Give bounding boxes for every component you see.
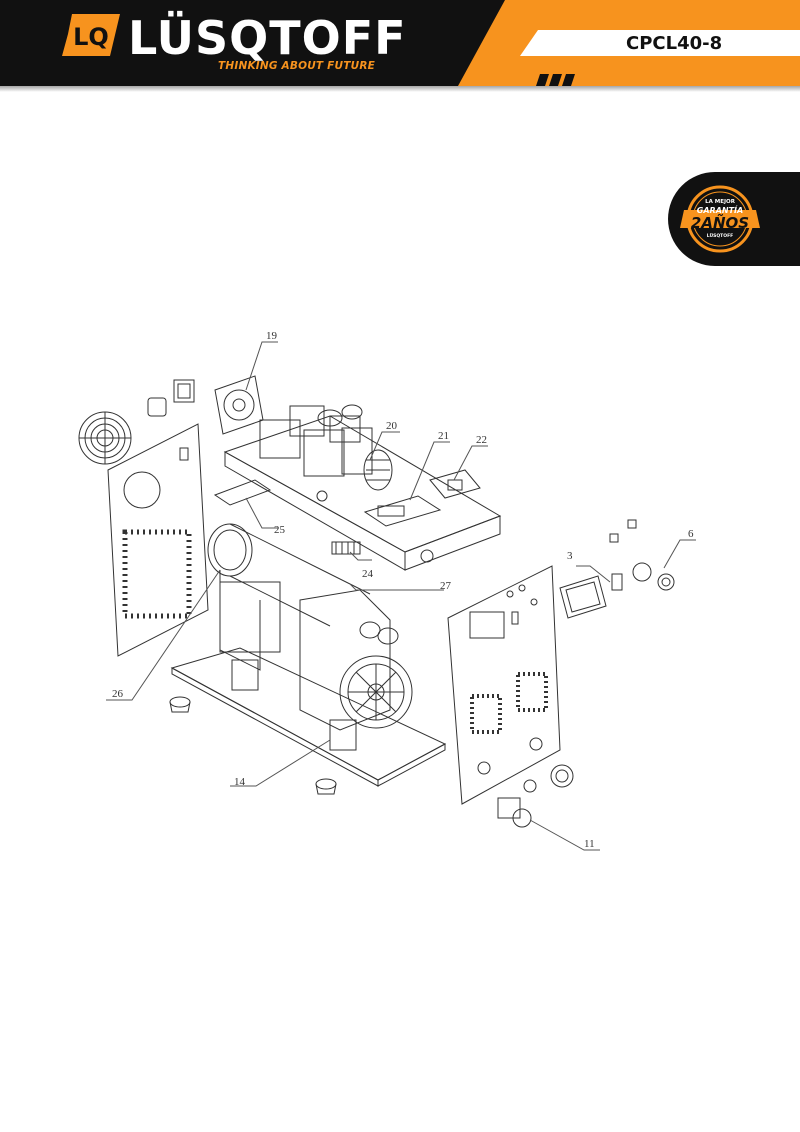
- badge-line-2: GARANTÍA: [696, 206, 744, 215]
- callout-21: 21: [438, 430, 449, 442]
- switch-parts: [147, 379, 195, 417]
- warranty-seal-icon: [668, 172, 800, 266]
- compressor-motor: [207, 523, 413, 751]
- warranty-badge: LA MEJOR GARANTÍA 2AÑOS LÜSQTOFF: [668, 172, 800, 266]
- pcb-base-plate: [223, 415, 502, 571]
- callout-20: 20: [386, 420, 397, 432]
- exploded-view-diagram: 19 20 21 22 25 24 27 3 6 26 14 11: [60, 320, 740, 880]
- callout-6: 6: [688, 528, 694, 540]
- inductor: [331, 541, 361, 555]
- callout-27: 27: [440, 580, 451, 592]
- sub-board: [213, 479, 272, 506]
- exploded-view-drawing: [78, 341, 696, 851]
- model-code: CPCL40-8: [626, 33, 723, 54]
- front-panel: [447, 565, 561, 805]
- base-plate: [170, 647, 447, 787]
- brand: LQ LÜSQTOFF THINKING ABOUT FUTURE: [62, 12, 406, 80]
- callout-14: 14: [234, 776, 245, 788]
- badge-line-4: LÜSQTOFF: [706, 234, 734, 239]
- back-panel: [107, 423, 209, 657]
- front-switch-parts: [559, 519, 675, 619]
- control-boards: [363, 469, 481, 527]
- header-background: [0, 0, 800, 92]
- callout-22: 22: [476, 434, 487, 446]
- callout-11: 11: [584, 838, 595, 850]
- brand-logo-icon: LQ: [62, 14, 120, 56]
- badge-line-1: LA MEJOR: [705, 199, 735, 205]
- callout-25: 25: [274, 524, 285, 536]
- callout-leaders: [106, 341, 696, 851]
- callout-26: 26: [112, 688, 123, 700]
- brand-tagline: THINKING ABOUT FUTURE: [218, 60, 375, 72]
- badge-line-3: 2AÑOS: [690, 214, 750, 232]
- callout-24: 24: [362, 568, 373, 580]
- fan-guard: [78, 411, 132, 465]
- callout-3: 3: [567, 550, 573, 562]
- rubber-feet: [169, 696, 337, 795]
- cooling-fan: [214, 375, 264, 435]
- page-header: LQ LÜSQTOFF THINKING ABOUT FUTURE CPCL40…: [0, 0, 800, 92]
- output-connectors: [497, 764, 574, 828]
- brand-name: LÜSQTOFF: [128, 11, 407, 65]
- callout-19: 19: [266, 330, 277, 342]
- logo-letters: LQ: [73, 23, 109, 51]
